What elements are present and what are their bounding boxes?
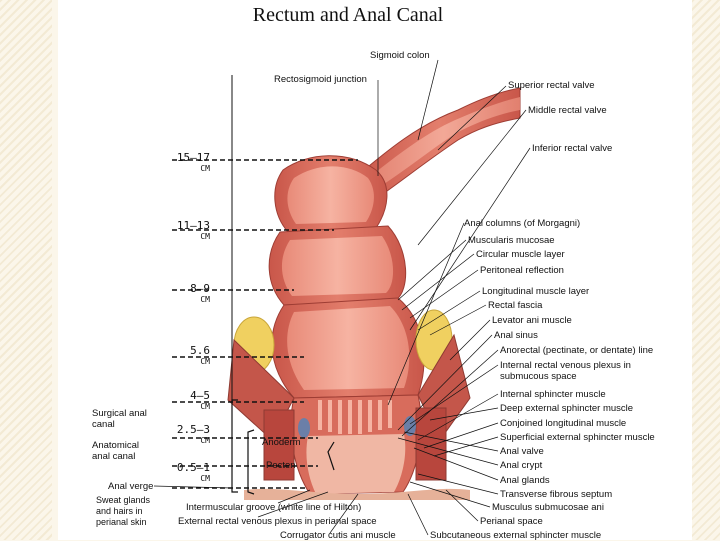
page-title: Rectum and Anal Canal [252, 4, 444, 26]
perianal-skin [244, 488, 470, 500]
label-anal-crypt: Anal crypt [500, 460, 543, 471]
middle-rectum-inner [281, 236, 394, 296]
label-anoderm: Anoderm [262, 437, 301, 448]
label-anal-glands: Anal glands [500, 475, 550, 486]
label-musculus-submucosae-ani: Musculus submucosae ani [492, 502, 604, 513]
label-peritoneal-reflection: Peritoneal reflection [480, 265, 564, 276]
label-levator-ani-muscle: Levator ani muscle [492, 315, 572, 326]
label-perianal-space: Perianal space [480, 516, 543, 527]
label-subcutaneous-external-sphincter: Subcutaneous external sphincter muscle [430, 530, 602, 541]
label-anal-sinus: Anal sinus [494, 330, 538, 341]
sigmoid-colon-inner [368, 97, 520, 188]
pecten-bracket [327, 441, 335, 471]
label-internal-rectal-venous-plexus: Internal rectal venous plexus in submuco… [500, 360, 631, 382]
label-superficial-external-sphincter: Superficial external sphincter muscle [500, 432, 655, 443]
anatomical-canal-bracket [247, 429, 255, 495]
slide-border-right [692, 0, 720, 540]
label-anorectal-line: Anorectal (pectinate, or dentate) line [500, 345, 654, 356]
upper-rectum-inner [287, 166, 374, 224]
label-anal-valve: Anal valve [500, 446, 544, 457]
label-circular-muscle-layer: Circular muscle layer [476, 249, 565, 260]
label-internal-sphincter: Internal sphincter muscle [500, 389, 606, 400]
label-rectal-fascia: Rectal fascia [488, 300, 543, 311]
label-transverse-fibrous-septum: Transverse fibrous septum [500, 489, 613, 500]
figure-panel: Rectum and Anal Canal [58, 0, 692, 541]
label-sigmoid-colon: Sigmoid colon [370, 50, 430, 61]
surgical-canal-bracket [231, 399, 238, 493]
label-longitudinal-muscle-layer: Longitudinal muscle layer [482, 286, 590, 297]
rectum-illustration [153, 59, 531, 536]
label-anal-verge: Anal verge [108, 481, 154, 492]
label-rectosigmoid-junction: Rectosigmoid junction [274, 74, 367, 85]
label-anatomical-anal-canal: Anatomical anal canal [92, 440, 139, 462]
venous-plexus-left [298, 418, 310, 438]
lower-rectum-inner [287, 306, 410, 390]
slide-border-left [0, 0, 52, 540]
bottom-leader-lines [153, 485, 359, 534]
label-intermuscular-groove: Intermuscular groove (white line of Hilt… [186, 502, 362, 513]
label-surgical-anal-canal: Surgical anal canal [92, 408, 147, 430]
label-inferior-rectal-valve: Inferior rectal valve [532, 143, 613, 154]
label-conjoined-longitudinal-muscle: Conjoined longitudinal muscle [500, 418, 627, 429]
sigmoid-leader [417, 59, 439, 141]
label-corrugator-cutis-ani: Corrugator cutis ani muscle [280, 530, 396, 541]
ext-sphincter-left [263, 409, 295, 481]
anoderm-zone [306, 434, 406, 494]
label-middle-rectal-valve: Middle rectal valve [528, 105, 607, 116]
label-external-rectal-venous-plexus: External rectal venous plexus in periana… [178, 516, 377, 527]
label-sweat-glands: Sweat glands and hairs in perianal skin [96, 495, 151, 527]
label-superior-rectal-valve: Superior rectal valve [508, 80, 595, 91]
depth-lines [172, 159, 358, 489]
label-anal-columns: Anal columns (of Morgagni) [464, 218, 581, 229]
label-pecten: Pecten [266, 460, 296, 471]
label-muscularis-mucosae: Muscularis mucosae [468, 235, 555, 246]
right-leader-lines [387, 85, 531, 536]
label-deep-external-sphincter: Deep external sphincter muscle [500, 403, 634, 414]
anal-columns [318, 400, 392, 434]
